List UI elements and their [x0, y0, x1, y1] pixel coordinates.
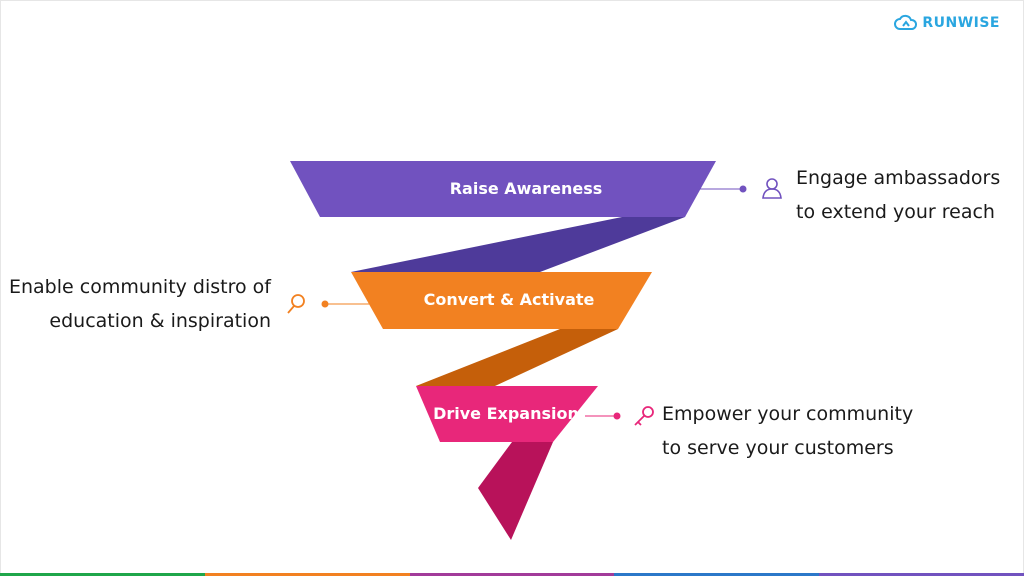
- stage-band-3: [416, 386, 598, 442]
- description-line: to serve your customers: [662, 437, 894, 459]
- stage-label-1: Raise Awareness: [450, 179, 603, 198]
- key-icon: [634, 406, 654, 426]
- magnifier-icon: [287, 294, 305, 314]
- bar-segment: [0, 573, 205, 576]
- bar-segment: [614, 573, 820, 576]
- description-line: Engage ambassadors: [796, 167, 1001, 189]
- description-line: Empower your community: [662, 403, 914, 425]
- stage-label-3: Drive Expansion: [433, 404, 579, 423]
- bar-segment: [819, 573, 1024, 576]
- stage-label-2: Convert & Activate: [424, 290, 595, 309]
- connector-1: [700, 185, 747, 193]
- description-line: education & inspiration: [49, 310, 271, 332]
- bar-segment: [204, 573, 410, 576]
- bottom-color-bar: [0, 573, 1024, 576]
- ribbon-3: [478, 442, 553, 540]
- brand-logo: RUNWISE: [894, 14, 1000, 32]
- stage-description-2: Enable community distro of education & i…: [9, 270, 271, 338]
- stage-description-1: Engage ambassadors to extend your reach: [796, 161, 1000, 229]
- description-line: to extend your reach: [796, 201, 995, 223]
- bar-segment: [409, 573, 615, 576]
- description-line: Enable community distro of: [8, 276, 271, 298]
- ribbon-1: [351, 217, 685, 272]
- stage-description-3: Empower your community to serve your cus…: [662, 397, 913, 465]
- user-icon: [762, 178, 782, 199]
- connector-2: [321, 300, 370, 308]
- cloud-icon: [894, 14, 918, 30]
- ribbon-2: [416, 329, 618, 386]
- connector-3: [585, 412, 621, 420]
- brand-name: RUNWISE: [922, 15, 1000, 31]
- stage-band-2: [351, 272, 652, 329]
- stage-band-1: [290, 161, 716, 217]
